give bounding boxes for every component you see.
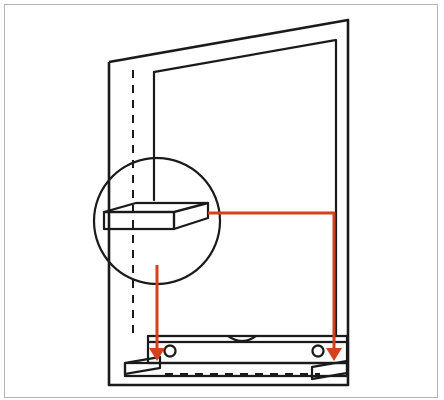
arrow-left-head: [149, 348, 165, 361]
indicator-arrows: [149, 211, 342, 361]
spirit-level-hole-left: [163, 344, 177, 358]
spirit-level-hole-right: [311, 344, 325, 358]
window-frame: [107, 18, 350, 387]
spirit-level: [146, 334, 349, 365]
window-frame-outer: [107, 18, 350, 387]
window-frame-inner: [152, 38, 338, 338]
sill-front: [123, 361, 349, 378]
spirit-level-body: [146, 334, 349, 365]
sill-spacer-left: [123, 355, 162, 376]
shim-side-face: [172, 201, 210, 231]
spirit-level-vial: [226, 334, 258, 343]
illustration-frame: [4, 4, 438, 398]
window-sill: [123, 355, 349, 381]
arrow-right-shaft: [208, 211, 336, 352]
shim-front-face: [102, 210, 176, 231]
arrow-right-head: [326, 348, 342, 361]
